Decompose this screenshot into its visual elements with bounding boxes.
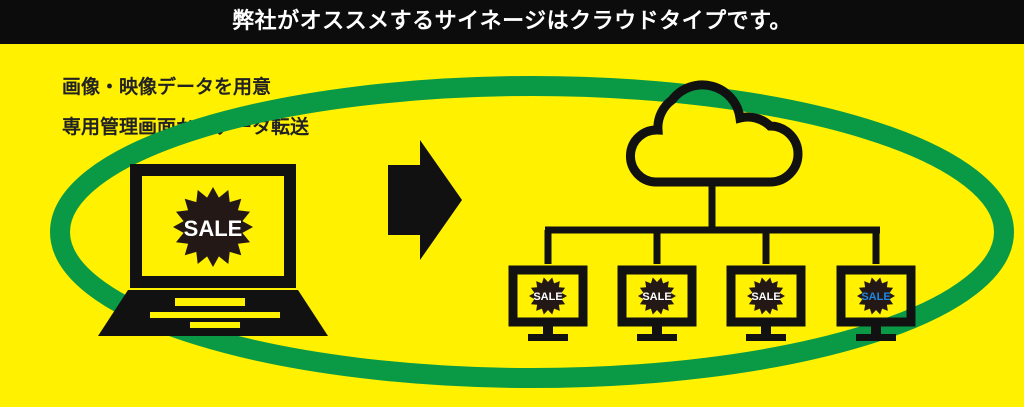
monitor-icon: SALE <box>836 265 916 341</box>
caption-prepare-data: 画像・映像データを用意 <box>62 76 272 98</box>
network-lines <box>544 186 880 264</box>
sale-starburst <box>173 187 253 267</box>
cloud-icon <box>626 80 803 187</box>
sale-label: SALE <box>184 216 243 241</box>
sale-label: SALE <box>751 291 780 303</box>
monitor-icon: SALE <box>508 265 588 341</box>
monitor-icon: SALE <box>617 265 697 341</box>
monitor-icon: SALE <box>726 265 806 341</box>
sale-label: SALE <box>642 291 671 303</box>
sale-starburst <box>529 277 567 315</box>
sale-starburst <box>638 277 676 315</box>
sale-label: SALE <box>533 291 562 303</box>
sale-starburst <box>857 277 895 315</box>
sale-label: SALE <box>861 291 890 303</box>
arrow-right-icon <box>388 140 462 260</box>
cycle-ellipse <box>50 76 1014 388</box>
laptop-icon <box>98 164 328 336</box>
header-banner: 弊社がオススメするサイネージはクラウドタイプです。 <box>0 0 1024 44</box>
sale-starburst <box>747 277 785 315</box>
